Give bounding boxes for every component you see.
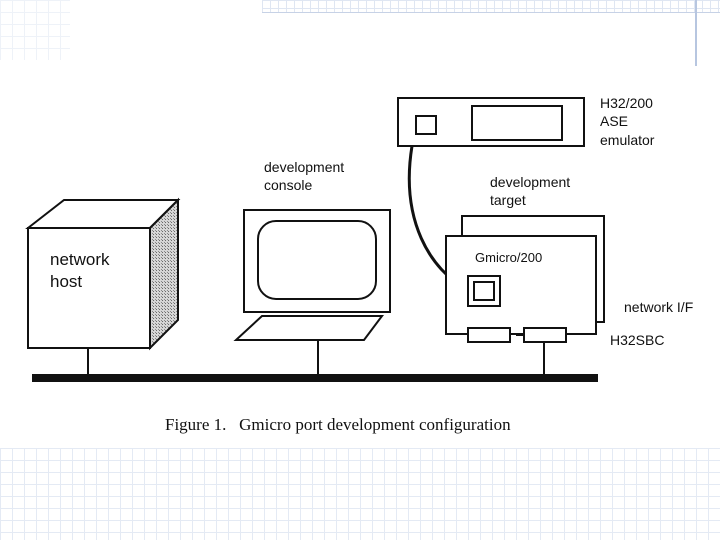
network-host: network host — [25, 197, 181, 374]
connector-left — [467, 327, 511, 343]
decorative-accent-line — [695, 0, 697, 66]
network-if-label: network I/F — [624, 299, 693, 315]
development-console: development console — [233, 159, 391, 374]
network-host-label-line1: network — [50, 250, 110, 269]
emulator-label-line2: ASE — [600, 113, 628, 129]
board-label: H32SBC — [610, 332, 664, 348]
development-console-label-line1: development — [264, 159, 344, 175]
development-console-label-line2: console — [264, 177, 312, 193]
figure-caption: Figure 1. Gmicro port development config… — [165, 415, 511, 434]
network-bus — [32, 374, 598, 382]
development-target-label-line1: development — [490, 174, 570, 190]
gmicro-chip-label: Gmicro/200 — [475, 250, 542, 265]
connector-right — [523, 327, 567, 343]
development-target: development target Gmicro/200 network I/… — [445, 174, 693, 374]
emulator-label-line1: H32/200 — [600, 95, 653, 111]
ase-emulator: H32/200 ASE emulator — [397, 95, 655, 292]
development-target-label-line2: target — [490, 192, 526, 208]
network-host-label-line2: host — [50, 272, 82, 291]
emulator-label-line3: emulator — [600, 132, 655, 148]
